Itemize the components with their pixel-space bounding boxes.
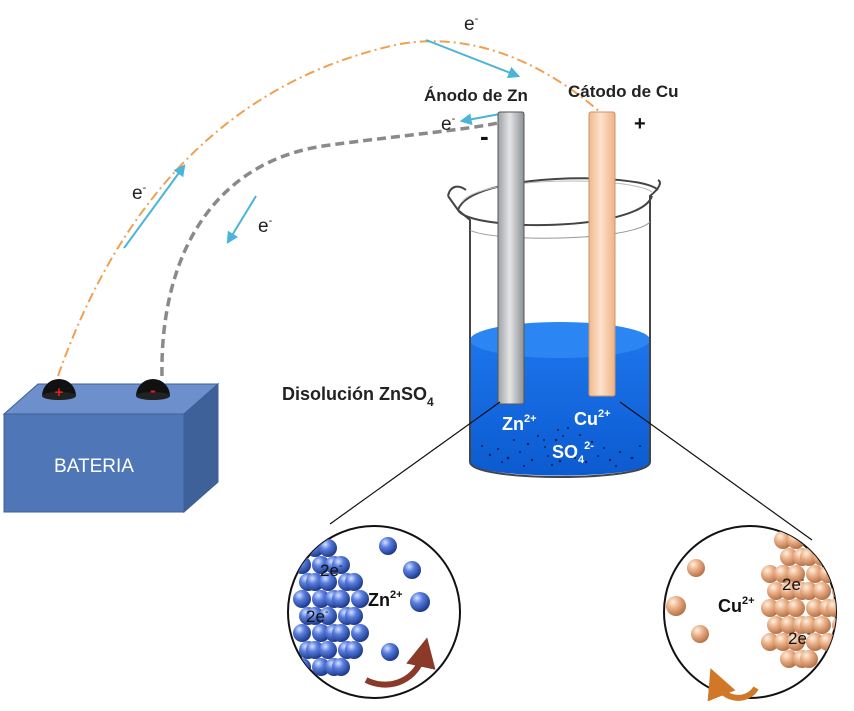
atom: [800, 650, 818, 668]
atom: [813, 616, 831, 634]
cu-ion-label: Cu2+: [574, 408, 611, 429]
atom: [332, 624, 350, 642]
atom: [774, 565, 792, 583]
zinc-free-ions: [379, 537, 430, 661]
atom: [332, 590, 350, 608]
anode-minus-sign: -: [480, 121, 489, 151]
cathode-zoom-circle: Cu2+ 2e- 2e-: [663, 525, 837, 702]
battery: BATERIA + -: [2, 379, 220, 514]
atom: [780, 650, 798, 668]
atom: [319, 573, 337, 591]
beaker: [447, 177, 661, 478]
cu-zoom-label: Cu2+: [718, 595, 755, 616]
atom: [813, 582, 831, 600]
atom: [780, 616, 798, 634]
atom: [293, 624, 311, 642]
battery-positive-terminal: +: [42, 379, 76, 401]
atom: [761, 565, 779, 583]
electron-arrow-anode: [459, 113, 501, 126]
atom: [332, 556, 350, 574]
copper-lattice: [761, 531, 836, 668]
atom: [312, 658, 330, 676]
orange-wire: [57, 40, 601, 377]
atom: [787, 565, 805, 583]
sulfate-ion-label: SO42-: [552, 440, 594, 466]
electron-label-left: e-: [132, 182, 147, 204]
anode-zoom-circle: Zn2+ 2e- 2e-: [287, 525, 461, 699]
zinc-electrode: [497, 111, 525, 405]
gray-wire: [160, 116, 517, 377]
zoom-line-left: [329, 401, 501, 525]
precipitate-speckles: [481, 427, 641, 467]
atom: [293, 590, 311, 608]
copper-electrode: [588, 111, 616, 397]
atom: [761, 633, 779, 651]
atom: [806, 565, 824, 583]
battery-label: BATERIA: [54, 456, 134, 477]
atom: [787, 633, 805, 651]
atom: [806, 599, 824, 617]
atom: [345, 573, 363, 591]
atom: [332, 658, 350, 676]
zinc-lattice: [293, 539, 369, 676]
zn-2e-label-top: 2e-: [320, 560, 343, 580]
cu-2e-label-top: 2e-: [782, 574, 805, 594]
atom: [351, 590, 369, 608]
atom: [826, 599, 836, 617]
atom: [800, 616, 818, 634]
atom: [787, 599, 805, 617]
atom: [293, 556, 311, 574]
atom: [780, 582, 798, 600]
atom: [774, 531, 792, 549]
atom: [312, 556, 330, 574]
atom: [345, 641, 363, 659]
atom: [319, 539, 337, 557]
copper-free-ions: [666, 559, 709, 643]
battery-negative-terminal: -: [136, 379, 170, 400]
atom: [806, 633, 824, 651]
zn-curved-arrow: [364, 637, 436, 688]
zn-zoom-label: Zn2+: [368, 589, 403, 610]
solution-label: Disolución ZnSO4: [282, 384, 434, 409]
atom: [319, 607, 337, 625]
electron-arrow-middle: [226, 195, 257, 245]
zn-ion-label: Zn2+: [502, 413, 537, 434]
atom: [767, 582, 785, 600]
atom: [306, 573, 324, 591]
electron-label-middle: e-: [258, 215, 273, 237]
zoom-line-right: [619, 401, 813, 541]
atom: [826, 565, 836, 583]
atom: [351, 624, 369, 642]
atom: [800, 582, 818, 600]
atom: [780, 548, 798, 566]
cu-2e-label-bottom: 2e-: [788, 628, 811, 648]
cathode-label: Cátodo de Cu: [568, 82, 679, 101]
electron-arrow-top: [425, 39, 521, 79]
zn-2e-label-bottom: 2e-: [306, 606, 329, 626]
electron-label-top: e-: [464, 13, 479, 35]
atom: [774, 599, 792, 617]
atom: [832, 582, 836, 600]
cu-curved-arrow: [707, 668, 759, 702]
atom: [312, 624, 330, 642]
atom: [319, 641, 337, 659]
atom: [767, 616, 785, 634]
electron-label-anode: e-: [441, 113, 456, 135]
atom: [306, 641, 324, 659]
atom: [774, 633, 792, 651]
electron-arrow-left-up: [123, 164, 186, 249]
atom: [312, 590, 330, 608]
cathode-plus-sign: +: [634, 113, 646, 135]
anode-label: Ánodo de Zn: [424, 86, 528, 105]
atom: [345, 607, 363, 625]
atom: [306, 607, 324, 625]
svg-text:+: +: [55, 384, 64, 401]
atom: [761, 599, 779, 617]
svg-text:-: -: [150, 381, 156, 400]
